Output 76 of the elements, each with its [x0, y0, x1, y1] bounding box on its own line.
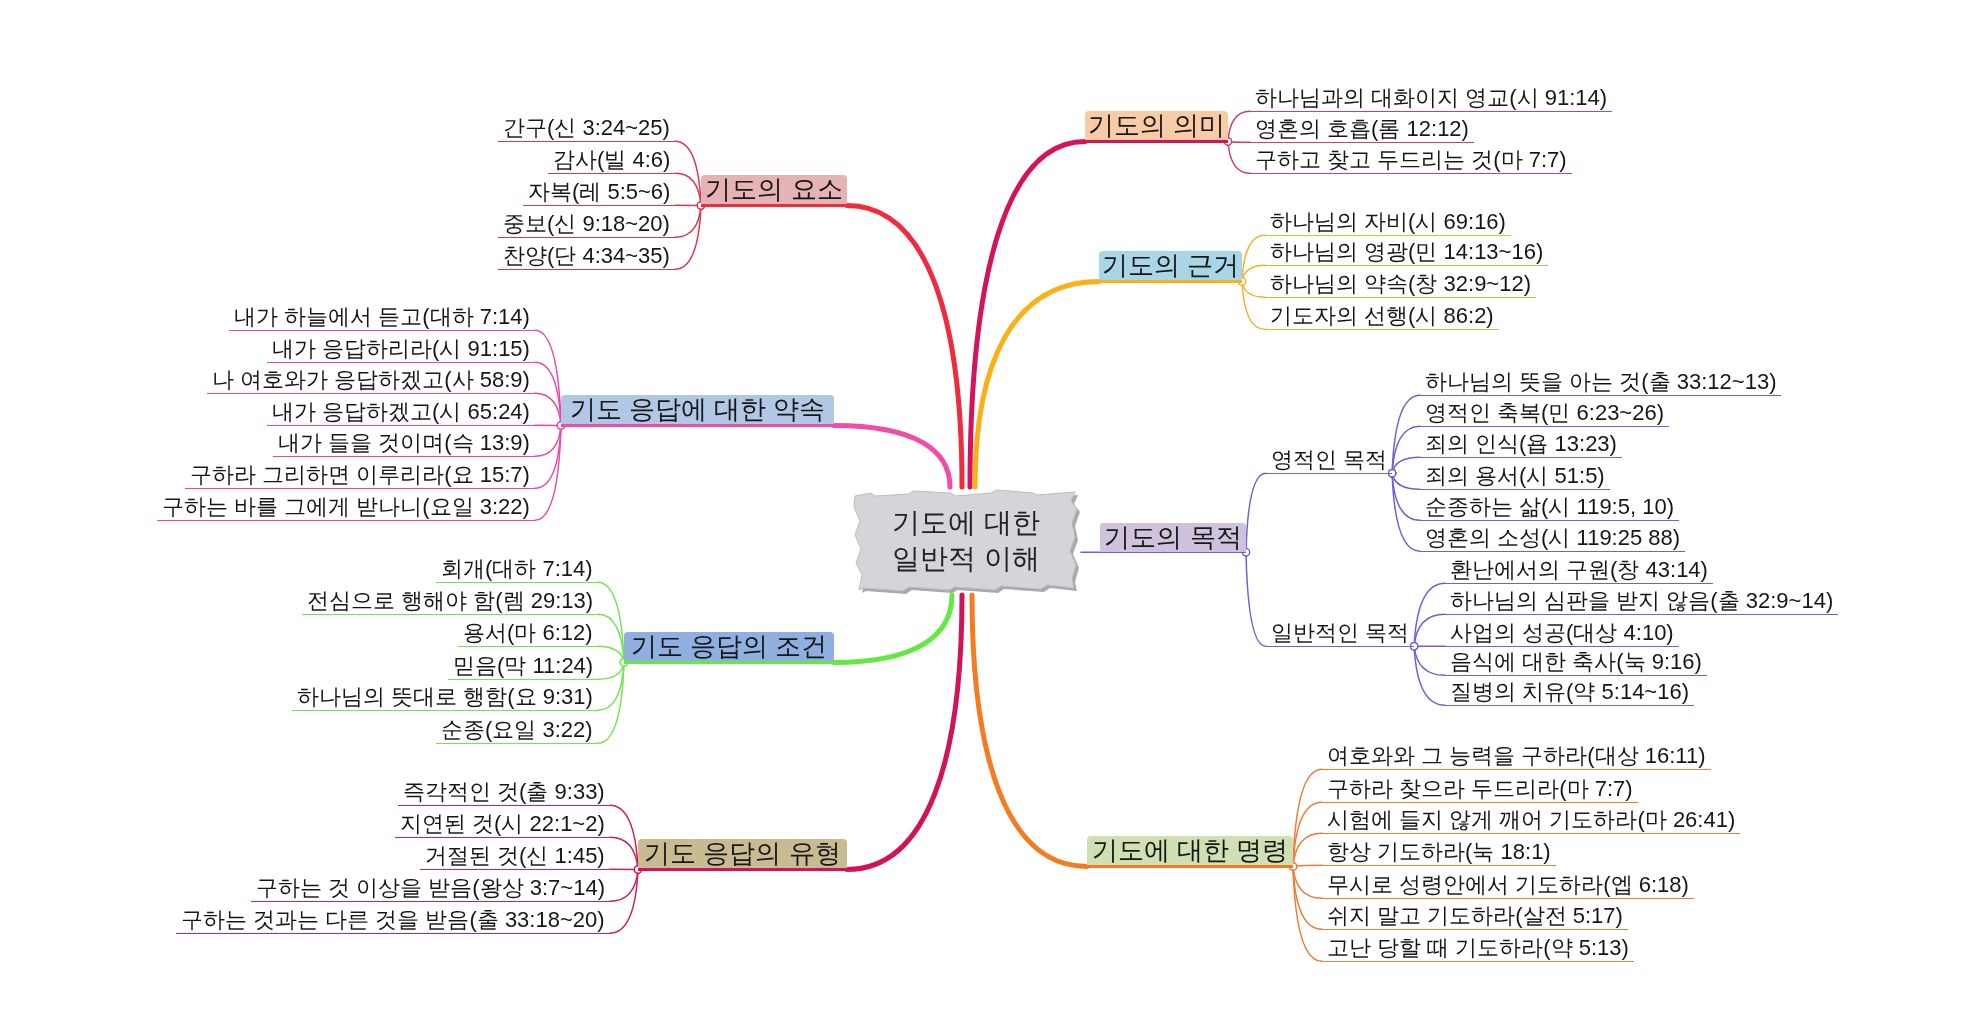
topic-label: 회개(대하 7:14) [436, 555, 598, 583]
topic-label: 용서(마 6:12) [458, 619, 598, 647]
topic-label: 질병의 치유(약 5:14~16) [1445, 678, 1694, 706]
topic-label: 구하라 그리하면 이루리라(요 15:7) [185, 461, 535, 489]
topic-label: 무시로 성령안에서 기도하라(엡 6:18) [1322, 871, 1694, 899]
branch-line [674, 201, 706, 270]
topic-label: 감사(빌 4:6) [548, 146, 676, 174]
branch-line [831, 423, 953, 490]
topic-label: 구하라 찾으라 두드리라(마 7:7) [1322, 775, 1638, 803]
branch-topic: 기도 응답의 유형 [638, 839, 847, 871]
topic-label: 구하는 것과는 다른 것을 받음(출 33:18~20) [176, 906, 610, 934]
branch-topic: 기도의 의미 [1085, 111, 1228, 143]
branch-topic: 기도 응답의 조건 [624, 632, 834, 664]
topic-label: 하나님의 뜻을 아는 것(출 33:12~13) [1420, 368, 1782, 396]
topic-label: 자복(레 5:5~6) [523, 178, 676, 206]
topic-label: 영적인 축복(민 6:23~26) [1420, 399, 1669, 427]
topic-label: 전심으로 행해야 함(렘 29:13) [302, 587, 599, 615]
branch-topic: 기도의 근거 [1099, 251, 1242, 283]
topic-label: 항상 기도하라(눅 18:1) [1322, 838, 1556, 866]
topic-label: 찬양(단 4:34~35) [498, 242, 675, 270]
topic-label: 사업의 성공(대상 4:10) [1445, 619, 1679, 647]
branch-topic: 기도의 요소 [701, 175, 847, 207]
branch-line [1409, 642, 1446, 706]
branch-line [967, 139, 1088, 490]
subtopic-label: 일반적인 목적 [1266, 619, 1415, 647]
branch-line [972, 279, 1102, 490]
topic-label: 내가 응답하겠고(시 65:24) [267, 398, 535, 426]
topic-label: 환난에서의 구원(창 43:14) [1445, 556, 1713, 584]
branch-line [1237, 277, 1266, 330]
topic-label: 하나님의 영광(민 14:13~16) [1265, 238, 1549, 266]
topic-label: 내가 들을 것이며(슥 13:9) [273, 429, 535, 457]
topic-label: 하나님의 심판을 받지 않음(출 32:9~14) [1445, 587, 1839, 615]
topic-label: 내가 하늘에서 듣고(대하 7:14) [229, 303, 535, 331]
branch-topic: 기도에 대한 명령 [1087, 836, 1293, 868]
topic-label: 하나님의 뜻대로 행함(요 9:31) [292, 683, 598, 711]
topic-label: 구하는 것 이상을 받음(왕상 3:7~14) [251, 874, 610, 902]
topic-label: 나 여호와가 응답하겠고(사 58:9) [207, 366, 535, 394]
branch-line [608, 865, 643, 934]
branch-line [1387, 469, 1421, 552]
branch-line [596, 658, 629, 744]
topic-label: 죄의 인식(욥 13:23) [1420, 430, 1622, 458]
topic-label: 간구(신 3:24~25) [498, 114, 675, 142]
topic-label: 하나님의 자비(시 69:16) [1265, 208, 1511, 236]
topic-label: 믿음(막 11:24) [448, 652, 599, 680]
branch-line [844, 203, 965, 490]
branch-line [1241, 548, 1267, 647]
branch-topic: 기도의 목적 [1100, 523, 1246, 553]
topic-label: 하나님과의 대화이지 영교(시 91:14) [1250, 84, 1613, 112]
topic-label: 음식에 대한 축사(눅 9:16) [1445, 648, 1707, 676]
topic-label: 죄의 용서(시 51:5) [1420, 462, 1610, 490]
topic-label: 고난 당할 때 기도하라(약 5:13) [1322, 934, 1634, 962]
topic-label: 지연된 것(시 22:1~2) [395, 810, 610, 838]
branch-topic: 기도 응답에 대한 약속 [561, 395, 834, 427]
branch-line [844, 592, 965, 872]
topic-label: 시험에 들지 않게 깨어 기도하라(마 26:41) [1322, 806, 1741, 834]
topic-label: 구하고 찾고 두드리는 것(마 7:7) [1250, 146, 1572, 174]
branch-line [969, 592, 1090, 869]
subtopic-label: 영적인 목적 [1266, 446, 1393, 474]
branch-line [831, 592, 955, 665]
topic-label: 내가 응답하리라(시 91:15) [267, 335, 535, 363]
topic-label: 영혼의 소성(시 119:25 88) [1420, 524, 1686, 552]
topic-label: 영혼의 호흡(롬 12:12) [1250, 115, 1474, 143]
topic-label: 중보(신 9:18~20) [498, 210, 675, 238]
topic-label: 구하는 바를 그에게 받나니(요일 3:22) [157, 493, 535, 521]
topic-label: 여호와와 그 능력을 구하라(대상 16:11) [1322, 742, 1711, 770]
topic-label: 즉각적인 것(출 9:33) [398, 778, 610, 806]
topic-label: 순종(요일 3:22) [436, 716, 598, 744]
branch-line [1288, 862, 1323, 962]
branch-line [1080, 551, 1101, 553]
topic-label: 쉬지 말고 기도하라(살전 5:17) [1322, 902, 1628, 930]
central-topic-box: 기도에 대한 일반적 이해 [851, 487, 1081, 595]
topic-label: 기도자의 선행(시 86:2) [1265, 302, 1499, 330]
topic-label: 하나님의 약속(창 32:9~12) [1265, 270, 1536, 298]
topic-label: 순종하는 삶(시 119:5, 10) [1420, 493, 1679, 521]
topic-label: 거절된 것(신 1:45) [420, 842, 610, 870]
branch-line [1223, 137, 1251, 174]
